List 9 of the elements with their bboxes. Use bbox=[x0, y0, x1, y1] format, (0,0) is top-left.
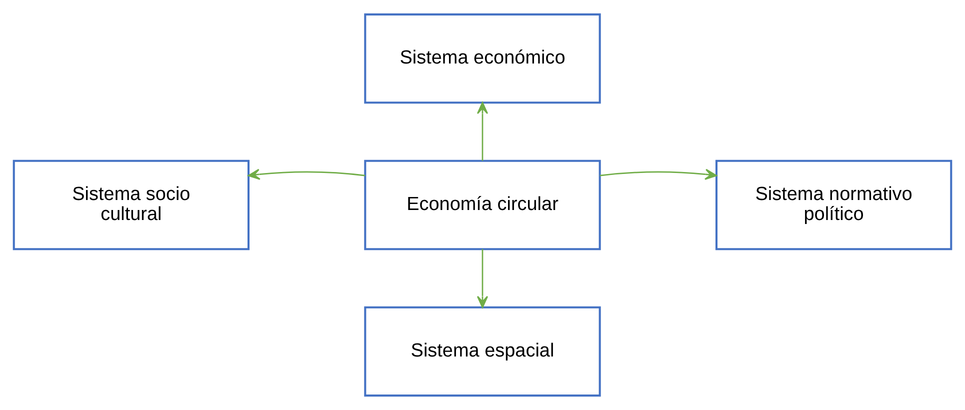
arrow bbox=[476, 249, 488, 308]
node-box: Sistema normativo político bbox=[715, 160, 952, 250]
node-box: Sistema económico bbox=[364, 13, 601, 104]
arrow bbox=[248, 168, 366, 180]
arrow bbox=[476, 102, 488, 161]
arrow bbox=[600, 168, 718, 180]
node-box: Economía circular bbox=[364, 160, 601, 250]
node-box: Sistema espacial bbox=[364, 306, 601, 397]
node-box: Sistema socio cultural bbox=[12, 160, 250, 250]
